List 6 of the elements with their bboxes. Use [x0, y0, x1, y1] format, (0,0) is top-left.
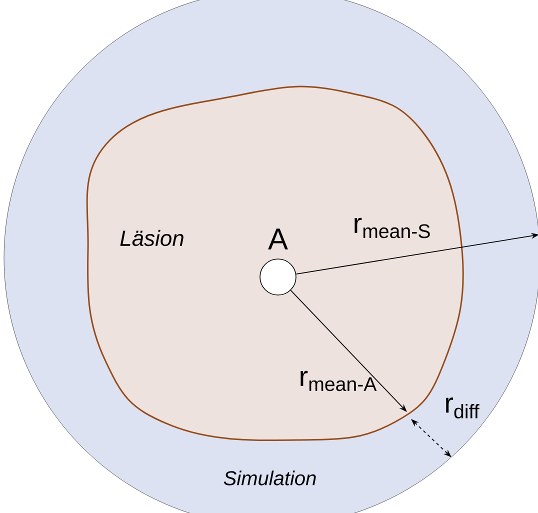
edge-label: r$_{mean-S}$ [354, 218, 430, 238]
arrow [296, 232, 538, 274]
edge-label: r$_{mean-A}$ [300, 370, 377, 392]
center-circle [260, 258, 296, 296]
point-label: A [268, 228, 288, 250]
arrow [290, 290, 407, 412]
